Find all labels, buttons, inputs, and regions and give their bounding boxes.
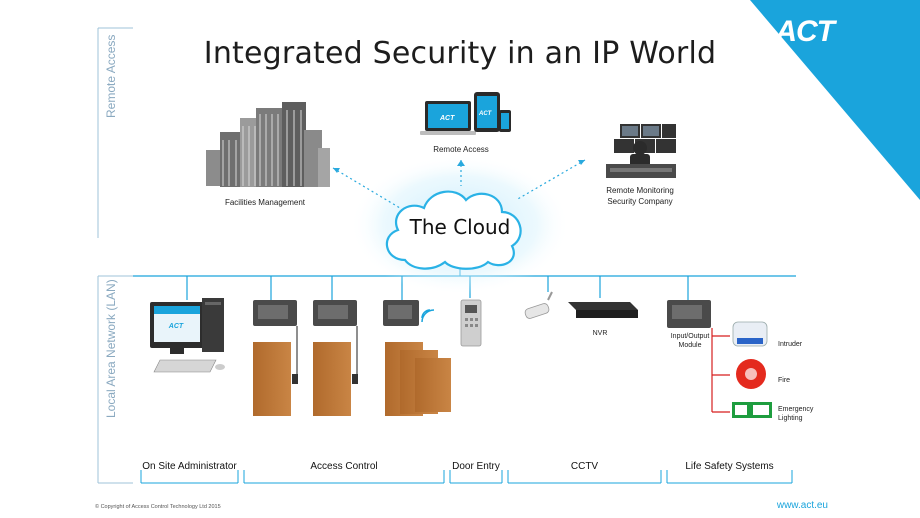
act-logo: ACT: [775, 15, 835, 48]
diagram-title: Integrated Security in an IP World: [203, 36, 717, 71]
fire-bell-icon: [736, 359, 766, 389]
cctv-camera-icon: [524, 291, 553, 319]
io-module-label-line2: Module: [678, 342, 702, 349]
screen-logo: ACT: [168, 323, 184, 330]
lan-bracket: [97, 275, 133, 484]
monitoring-label-line2: Security Company: [607, 197, 673, 206]
fire-label: Fire: [778, 377, 791, 384]
admin-computer-icon: [150, 298, 225, 373]
io-module-label-line1: Input/Output: [670, 333, 710, 340]
section-life-safety: Life Safety Systems: [685, 461, 774, 472]
monitoring-station-icon: [606, 124, 676, 178]
io-red-links: [711, 328, 730, 413]
cloud-links: [332, 159, 586, 209]
emergency-label-line1: Emergency: [778, 406, 814, 413]
emergency-sign-icon: [732, 402, 772, 418]
svg-text:ACT: ACT: [478, 111, 493, 117]
section-dividers: [140, 470, 793, 484]
remote-devices-icon: ACT ACT: [420, 92, 511, 135]
copyright-text: © Copyright of Access Control Technology…: [95, 504, 221, 510]
cloud-shape: [385, 190, 522, 270]
nvr-label: NVR: [592, 330, 608, 337]
doors: [253, 326, 451, 416]
section-on-site-admin: On Site Administrator: [142, 461, 237, 472]
access-control-units: [253, 300, 435, 326]
section-cctv: CCTV: [570, 461, 599, 472]
nvr-unit-icon: [568, 302, 638, 318]
monitoring-label-line1: Remote Monitoring: [606, 186, 674, 195]
intruder-sounder-icon: [732, 321, 768, 347]
remote-access-label: Remote Access: [433, 145, 489, 154]
section-door-entry: Door Entry: [452, 461, 500, 472]
buildings-icon: [206, 102, 330, 187]
remote-bracket: [97, 27, 133, 238]
facilities-label: Facilities Management: [224, 198, 306, 207]
section-access-control: Access Control: [310, 461, 378, 472]
svg-text:ACT: ACT: [439, 115, 455, 122]
emergency-label-line2: Lighting: [778, 415, 803, 422]
website-link[interactable]: www.act.eu: [776, 500, 828, 511]
brand-corner-triangle: [750, 0, 920, 200]
io-module-icon: [667, 300, 711, 328]
intruder-label: Intruder: [778, 341, 803, 348]
cloud-label: The Cloud: [409, 215, 511, 239]
door-entry-panel: [460, 299, 482, 347]
